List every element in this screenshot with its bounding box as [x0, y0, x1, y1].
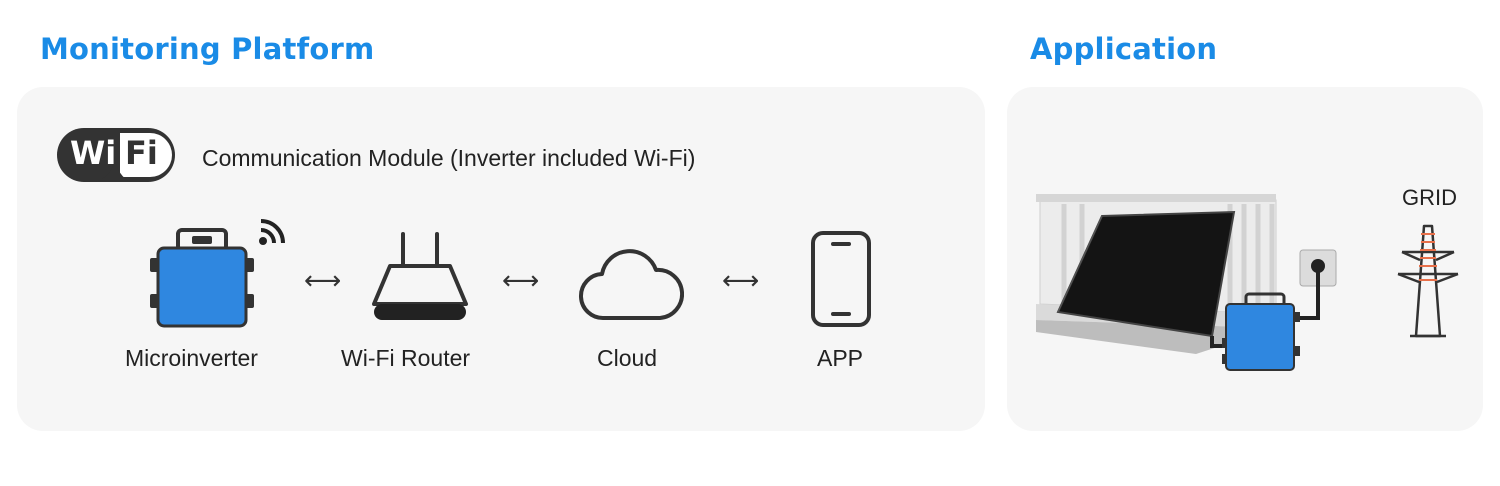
microinverter-icon: [150, 228, 254, 328]
arrow-2: ⟷: [502, 266, 540, 296]
flow-label-cloud: Cloud: [597, 345, 658, 371]
phone-icon: [810, 230, 872, 328]
communication-module-text: Communication Module (Inverter included …: [202, 145, 696, 171]
grid-label: GRID: [1402, 185, 1457, 210]
flow-label-microinverter: Microinverter: [125, 345, 258, 371]
balcony-solar-illustration: [1036, 186, 1346, 372]
wifi-signal-icon: [258, 214, 290, 246]
monitoring-platform-title: Monitoring Platform: [40, 32, 375, 66]
wifi-logo: Wi Fi: [56, 126, 178, 184]
flow-label-app: APP: [817, 345, 864, 371]
arrow-3: ⟷: [722, 266, 760, 296]
wifi-logo-right-text: Fi: [125, 134, 158, 172]
application-title: Application: [1030, 32, 1218, 66]
wifi-logo-left-text: Wi: [70, 134, 117, 172]
router-icon: [370, 232, 470, 324]
arrow-1: ⟷: [304, 266, 342, 296]
cloud-icon: [578, 248, 685, 324]
flow-label-router: Wi-Fi Router: [341, 345, 471, 371]
grid-tower-icon: [1396, 222, 1460, 340]
